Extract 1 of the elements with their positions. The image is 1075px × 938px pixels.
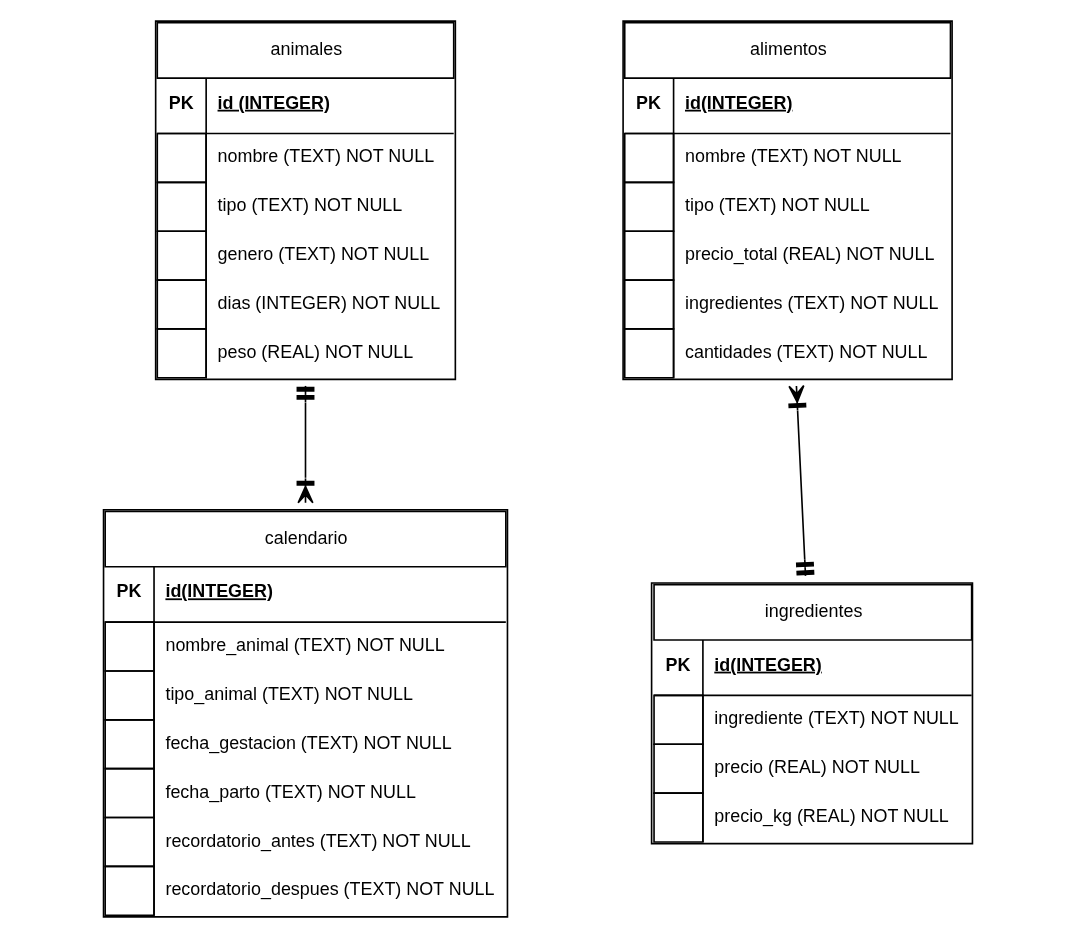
connector xyxy=(787,384,814,577)
